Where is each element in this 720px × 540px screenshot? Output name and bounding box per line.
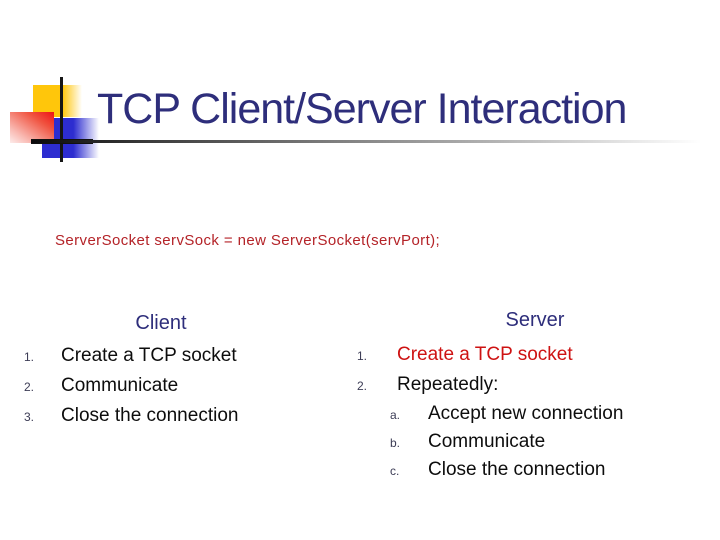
client-list-item: 3. Close the connection [24, 401, 298, 431]
code-line: ServerSocket servSock = new ServerSocket… [55, 232, 441, 249]
list-marker: 2. [24, 380, 35, 394]
list-item-text: Repeatedly: [397, 374, 499, 395]
server-column: Server 1. Create a TCP socket 2. Repeate… [357, 308, 713, 484]
client-column: Client 1. Create a TCP socket 2. Communi… [24, 311, 298, 431]
list-marker: a. [390, 408, 401, 422]
list-item-text-highlighted: Create a TCP socket [397, 344, 573, 365]
server-heading: Server [505, 309, 565, 331]
list-item-text: Communicate [428, 431, 546, 452]
list-item-text: Close the connection [61, 405, 239, 426]
list-marker: 3. [24, 410, 35, 424]
server-list-item: 2. Repeatedly: [357, 370, 713, 400]
list-marker: b. [390, 436, 401, 450]
list-item-text: Communicate [61, 375, 179, 396]
deco-vertical-line [60, 77, 63, 162]
client-list-item: 1. Create a TCP socket [24, 341, 298, 371]
server-sublist-item: c. Close the connection [357, 456, 713, 484]
deco-red-square [10, 112, 54, 143]
list-marker: 1. [357, 349, 368, 363]
server-list-item: 1. Create a TCP socket [357, 340, 713, 370]
client-list-item: 2. Communicate [24, 371, 298, 401]
list-marker: 1. [24, 350, 35, 364]
client-heading: Client [135, 312, 187, 334]
server-sublist-item: b. Communicate [357, 428, 713, 456]
list-marker: c. [390, 464, 400, 478]
list-marker: 2. [357, 379, 368, 393]
title-underline-rule [31, 140, 701, 143]
list-item-text: Accept new connection [428, 403, 624, 424]
slide-title: TCP Client/Server Interaction [97, 85, 627, 133]
deco-yellow-square [33, 85, 82, 117]
server-sublist-item: a. Accept new connection [357, 400, 713, 428]
list-item-text: Create a TCP socket [61, 345, 237, 366]
list-item-text: Close the connection [428, 459, 606, 480]
